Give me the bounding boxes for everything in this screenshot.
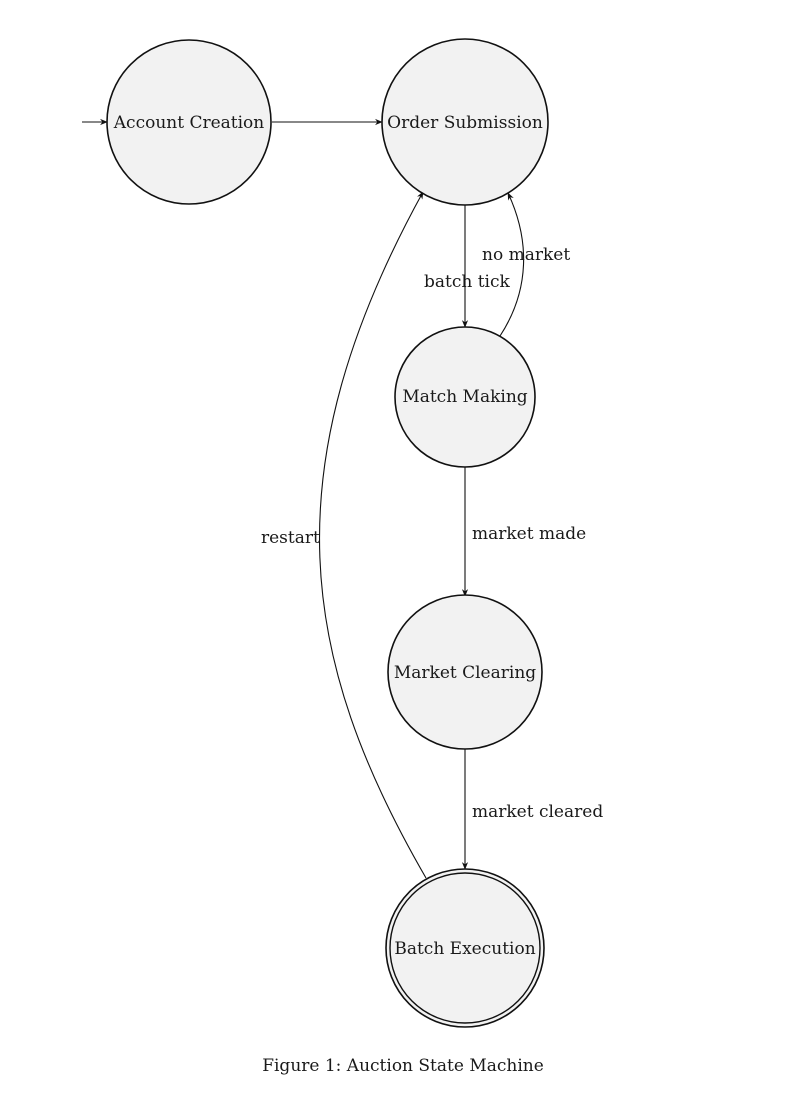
label-no-market: no market — [482, 245, 570, 265]
label-restart: restart — [261, 528, 320, 548]
label-batch-tick: batch tick — [424, 272, 511, 292]
label-market-cleared: market cleared — [472, 802, 603, 822]
label-market-made: market made — [472, 524, 586, 544]
state-market-clearing: Market Clearing — [387, 594, 543, 750]
edge-no-market — [499, 192, 525, 337]
state-label-account-creation: Account Creation — [113, 113, 265, 133]
state-batch-execution: Batch Execution — [385, 868, 545, 1028]
state-account-creation: Account Creation — [106, 39, 272, 205]
state-order-submission: Order Submission — [381, 38, 549, 206]
state-label-batch-execution: Batch Execution — [394, 939, 535, 959]
state-label-order-submission: Order Submission — [387, 113, 543, 133]
state-label-market-clearing: Market Clearing — [394, 663, 536, 683]
edge-restart — [318, 191, 427, 879]
figure-caption: Figure 1: Auction State Machine — [262, 1056, 544, 1076]
state-label-match-making: Match Making — [402, 387, 527, 407]
accepting-state-ring — [389, 872, 541, 1024]
state-match-making: Match Making — [394, 326, 536, 468]
